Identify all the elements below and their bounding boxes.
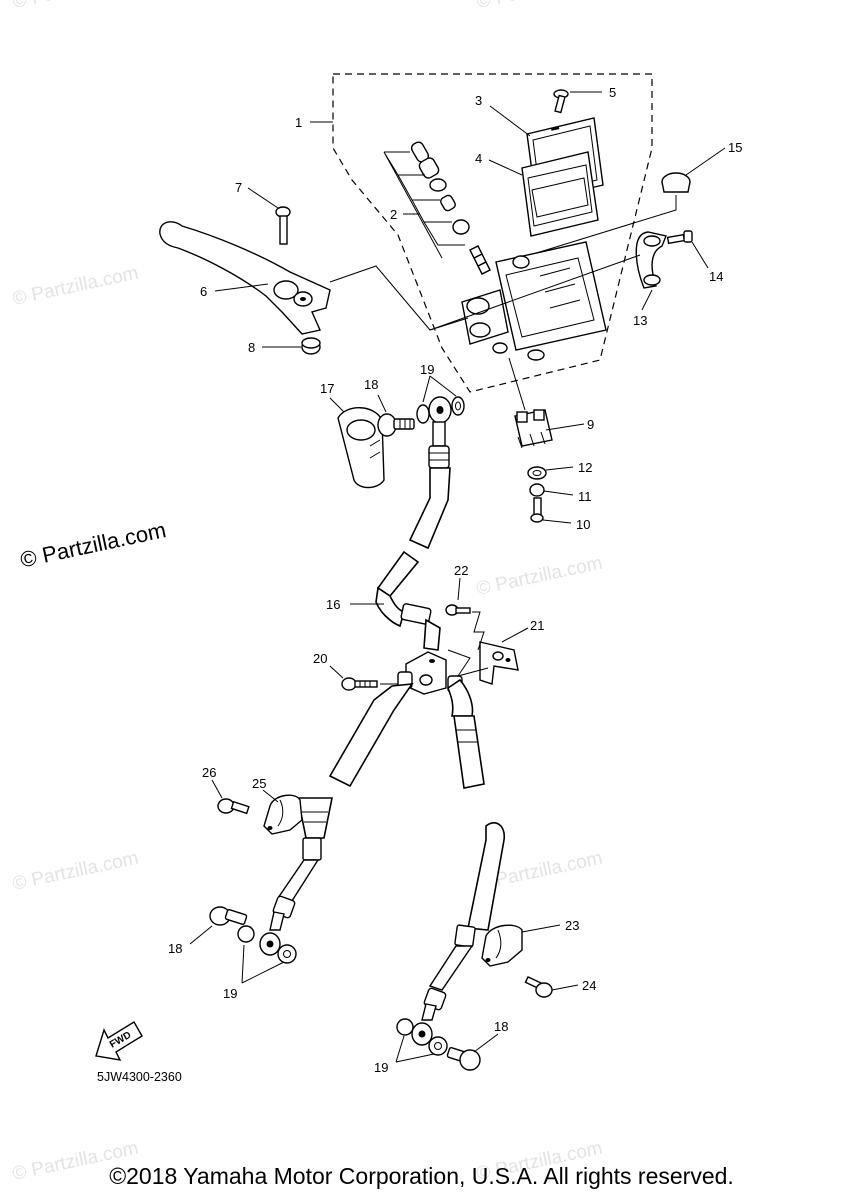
callout-3: 3	[475, 93, 482, 108]
callout-labels: 1 2 3 4 5 6 7 8 9 10 11 12 13 14 15 16 1…	[168, 85, 742, 1075]
callout-7: 7	[235, 180, 242, 195]
callout-10: 10	[576, 517, 590, 532]
forward-arrow-icon: FWD	[95, 1021, 143, 1061]
washers-left-part-19	[237, 925, 297, 984]
callout-18-upper: 18	[364, 377, 378, 392]
callout-20: 20	[313, 651, 327, 666]
svg-text:© Partzilla.com: © Partzilla.com	[475, 0, 605, 13]
washers-upper-part-19	[416, 375, 465, 424]
bolt-part-20	[329, 665, 398, 691]
svg-text:© Partzilla.com: © Partzilla.com	[475, 553, 605, 600]
callout-25: 25	[252, 776, 266, 791]
bolt-part-26	[211, 779, 250, 815]
svg-text:© Partzilla.com: © Partzilla.com	[11, 263, 141, 310]
svg-text:© Partzilla.com: © Partzilla.com	[11, 848, 141, 895]
bolt-part-7	[247, 187, 291, 245]
union-bolt-right-part-18	[446, 1033, 499, 1071]
callout-21: 21	[530, 618, 544, 633]
callout-6: 6	[200, 284, 207, 299]
faint-watermarks: © Partzilla.com © Partzilla.com © Partzi…	[11, 0, 605, 1185]
callout-19-upper: 19	[420, 362, 434, 377]
callout-1: 1	[295, 115, 302, 130]
clamp-part-13	[429, 231, 667, 331]
bolt-part-24	[524, 975, 579, 998]
bolt-part-22	[445, 577, 485, 651]
lever-part-6	[159, 221, 469, 335]
callout-19-left: 19	[223, 986, 237, 1001]
svg-text:© Partzilla.com: © Partzilla.com	[11, 0, 141, 13]
callout-12: 12	[578, 460, 592, 475]
callout-11: 11	[578, 489, 592, 504]
callout-23: 23	[565, 918, 579, 933]
callout-22: 22	[454, 563, 468, 578]
diaphragm-part-4	[488, 151, 599, 237]
copyright-footer: ©2018 Yamaha Motor Corporation, U.S.A. A…	[109, 1163, 734, 1189]
piston-kit-part-2	[383, 141, 491, 275]
bracket-part-21	[447, 627, 529, 685]
master-cylinder-body	[461, 241, 607, 361]
callout-17: 17	[320, 381, 334, 396]
callout-16: 16	[326, 597, 340, 612]
callout-26: 26	[202, 765, 216, 780]
brake-switch-part-9	[508, 357, 585, 524]
bracket-part-25	[262, 789, 303, 835]
master-cylinder-assembly-outline	[332, 73, 653, 393]
union-bolt-upper-part-18	[377, 394, 415, 437]
screw-part-5	[553, 89, 602, 114]
callout-13: 13	[633, 313, 647, 328]
callout-24: 24	[582, 978, 596, 993]
nut-part-11	[529, 483, 545, 497]
callout-5: 5	[609, 85, 616, 100]
callout-2: 2	[390, 207, 397, 222]
washer-part-12	[527, 466, 547, 480]
callout-18-left: 18	[168, 941, 182, 956]
callout-14: 14	[709, 269, 723, 284]
brake-hose-lower-left	[259, 683, 414, 956]
callout-15: 15	[728, 140, 742, 155]
bolt-part-14	[666, 230, 709, 269]
callout-8: 8	[248, 340, 255, 355]
washers-right-part-19	[395, 1018, 448, 1063]
brake-hose-upper	[408, 396, 452, 550]
bracket-part-23	[481, 924, 561, 967]
callout-4: 4	[475, 151, 482, 166]
union-bolt-left-part-18	[189, 906, 248, 945]
callout-18-right: 18	[494, 1019, 508, 1034]
cap-part-15	[529, 147, 726, 256]
diagram-code: 5JW4300-2360	[97, 1070, 182, 1084]
brake-hose-lower-right	[411, 678, 506, 1046]
nut-part-8	[262, 337, 321, 355]
callout-9: 9	[587, 417, 594, 432]
brake-hose-part-16	[350, 550, 441, 651]
cover-part-17	[329, 397, 385, 489]
callout-19-right: 19	[374, 1060, 388, 1075]
